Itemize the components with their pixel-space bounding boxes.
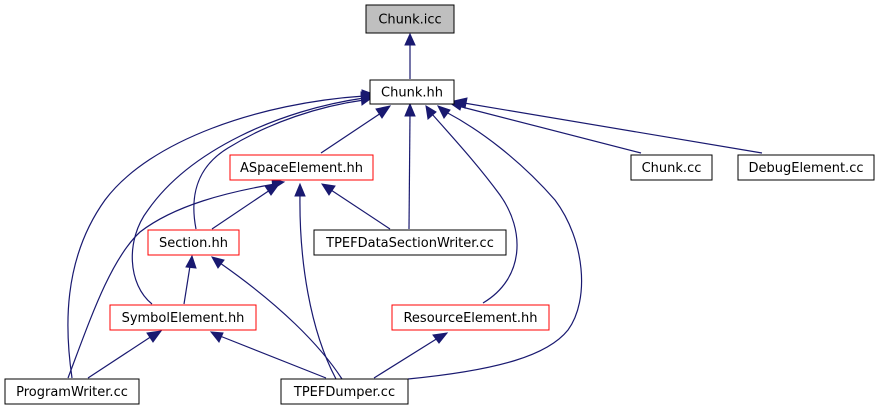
node-tpef-data-section-writer-cc[interactable]: TPEFDataSectionWriter.cc <box>313 229 507 256</box>
node-chunk-cc[interactable]: Chunk.cc <box>630 154 713 181</box>
node-symbol-element-hh-label: SymbolElement.hh <box>122 311 245 326</box>
edges <box>67 32 763 380</box>
edge-programwriter-to-symbol <box>87 335 153 379</box>
node-chunk-icc-label: Chunk.icc <box>378 13 441 28</box>
node-tpef-dumper-cc-label: TPEFDumper.cc <box>293 385 395 400</box>
edge-tpefdumper-to-chunk-hh <box>407 111 583 380</box>
edge-section-to-aspace <box>211 189 271 230</box>
arrowhead-aspace-to-chunk-hh <box>375 105 392 119</box>
arrowhead-chunk-icc <box>404 32 416 46</box>
arrowhead-programwriter-to-chunk-hh <box>361 89 375 101</box>
edge-symbol-to-section <box>183 265 191 305</box>
node-aspace-element-hh-label: ASpaceElement.hh <box>240 161 363 176</box>
edge-chunk-cc-to-chunk-hh <box>457 105 642 154</box>
arrowhead-symbol-to-section <box>185 254 197 269</box>
edge-tpefdumper-to-aspace <box>299 193 337 380</box>
arrowhead-tpefdumper-to-chunk-hh <box>437 105 451 119</box>
edge-debug-to-chunk-hh <box>463 102 763 154</box>
node-section-hh-label: Section.hh <box>159 236 228 251</box>
edge-aspace-to-chunk-hh <box>320 112 382 154</box>
edge-tpefdumper-to-resource <box>373 337 439 379</box>
edge-programwriter-to-aspace <box>67 183 276 379</box>
edge-symbol-to-chunk-hh <box>131 97 365 305</box>
node-symbol-element-hh[interactable]: SymbolElement.hh <box>109 304 257 331</box>
node-resource-element-hh[interactable]: ResourceElement.hh <box>391 304 550 331</box>
edge-resource-to-chunk-hh <box>431 113 518 304</box>
arrowhead-tpefdumper-to-aspace <box>294 182 306 197</box>
edge-tpefdsw-to-chunk-hh <box>408 113 411 230</box>
arrowhead-programwriter-to-symbol <box>146 330 163 343</box>
arrowhead-resource-to-chunk-hh <box>425 105 437 120</box>
node-chunk-icc[interactable]: Chunk.icc <box>365 4 455 34</box>
nodes: Chunk.icc Chunk.hh ASpaceElement.hh Chun… <box>4 4 875 405</box>
edge-section-to-chunk-hh <box>193 99 365 230</box>
node-debug-element-cc[interactable]: DebugElement.cc <box>737 154 875 181</box>
node-debug-element-cc-label: DebugElement.cc <box>748 161 863 176</box>
arrowhead-tpefdsw-to-aspace <box>320 183 336 196</box>
arrowhead-tpefdumper-to-symbol <box>209 331 224 343</box>
node-program-writer-cc[interactable]: ProgramWriter.cc <box>4 378 140 405</box>
node-aspace-element-hh[interactable]: ASpaceElement.hh <box>229 154 374 181</box>
arrowhead-tpefdumper-to-resource <box>432 332 449 344</box>
node-chunk-hh-label: Chunk.hh <box>381 86 443 101</box>
node-section-hh[interactable]: Section.hh <box>147 229 240 256</box>
edge-programwriter-to-chunk-hh <box>67 95 365 379</box>
arrowhead-tpefdsw-to-chunk-hh <box>404 102 416 117</box>
node-resource-element-hh-label: ResourceElement.hh <box>403 311 537 326</box>
edge-tpefdsw-to-aspace <box>330 189 391 230</box>
node-tpef-dumper-cc[interactable]: TPEFDumper.cc <box>280 378 409 405</box>
node-tpef-data-section-writer-cc-label: TPEFDataSectionWriter.cc <box>325 236 494 251</box>
arrowhead-tpefdumper-to-section <box>211 256 225 269</box>
edge-tpefdumper-to-symbol <box>219 335 327 379</box>
edge-tpefdumper-to-section <box>219 262 343 380</box>
node-chunk-cc-label: Chunk.cc <box>642 161 702 176</box>
arrowhead-debug-to-chunk-hh <box>452 97 468 109</box>
node-program-writer-cc-label: ProgramWriter.cc <box>16 385 128 400</box>
node-chunk-hh[interactable]: Chunk.hh <box>369 79 455 105</box>
